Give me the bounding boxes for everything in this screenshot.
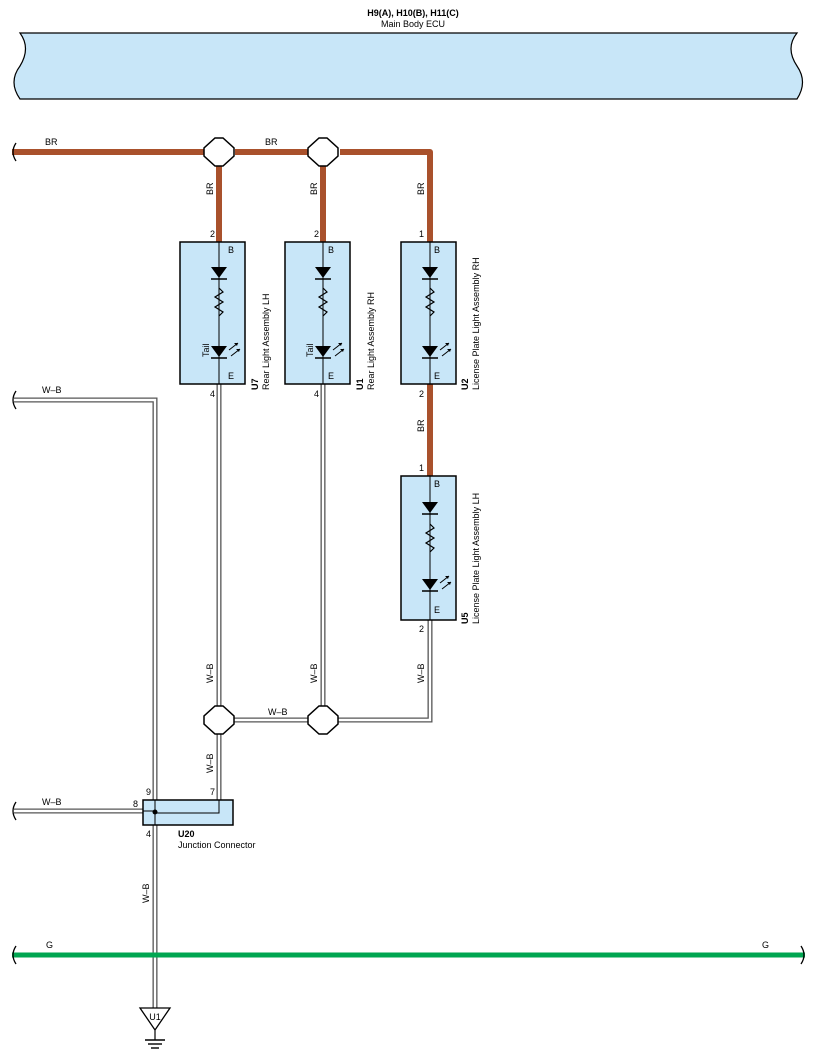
g-wire-label: G: [46, 940, 53, 950]
br-wire-label: BR: [416, 419, 426, 432]
br-wire-label: BR: [416, 182, 426, 195]
terminal-label: E: [434, 371, 440, 381]
wb-wire-label: W–B: [141, 883, 151, 903]
wire-break-mark: [12, 390, 17, 410]
ecu-connectors-label: H9(A), H10(B), H11(C): [367, 8, 459, 18]
component-u1: B E Tail 2 4 U1 Rear Light Assembly RH: [284, 229, 376, 399]
pin-number: 2: [314, 229, 319, 239]
pin-number: 7: [210, 787, 215, 797]
pin-number: 4: [210, 389, 215, 399]
pin-number: 1: [419, 229, 424, 239]
wb-wire-network: [14, 384, 433, 1008]
br-wire-label: BR: [265, 137, 278, 147]
ground-id: U1: [149, 1012, 161, 1022]
component-id: U5: [460, 612, 470, 624]
terminal-label: B: [434, 245, 440, 255]
resistor-icon: [317, 287, 329, 317]
wire-break-mark: [12, 801, 17, 821]
led-icon: [315, 346, 331, 357]
component-id: U1: [355, 378, 365, 390]
wb-wire-label: W–B: [416, 663, 426, 683]
wire-break-mark: [800, 945, 805, 965]
terminal-label: B: [228, 245, 234, 255]
component-u2: B E 1 2 U2 License Plate Light Assembly …: [400, 229, 481, 399]
wire-break-mark: [12, 945, 17, 965]
component-name: Rear Light Assembly LH: [261, 293, 271, 390]
lamp-label: Tail: [305, 343, 315, 357]
br-wire-label: BR: [45, 137, 58, 147]
diode-icon: [422, 267, 438, 278]
junction-dot: [152, 809, 158, 815]
wb-wire-label: W–B: [309, 663, 319, 683]
resistor-icon: [213, 287, 225, 317]
pin-number: 4: [146, 829, 151, 839]
wb-wire-label: W–B: [42, 385, 62, 395]
component-name: Rear Light Assembly RH: [366, 292, 376, 390]
terminal-label: B: [434, 479, 440, 489]
pin-number: 1: [419, 463, 424, 473]
junction-id: U20: [178, 829, 195, 839]
terminal-label: B: [328, 245, 334, 255]
ecu-name-label: Main Body ECU: [381, 19, 445, 29]
component-id: U2: [460, 378, 470, 390]
lamp-label: Tail: [201, 343, 211, 357]
component-body: [400, 475, 457, 621]
terminal-label: E: [328, 371, 334, 381]
junction-connector-u20: 9 8 7 4 U20 Junction Connector: [133, 787, 256, 850]
wb-wire-label: W–B: [42, 797, 62, 807]
component-body: [284, 241, 351, 385]
component-id: U7: [250, 378, 260, 390]
pin-number: 4: [314, 389, 319, 399]
ecu-body: [13, 32, 804, 100]
br-wire-label: BR: [309, 182, 319, 195]
component-body: [400, 241, 457, 385]
terminal-label: E: [228, 371, 234, 381]
terminal-label: E: [434, 605, 440, 615]
pin-number: 8: [133, 799, 138, 809]
component-u7: B E Tail 2 4 U7 Rear Light Assembly LH: [179, 229, 271, 399]
led-icon: [211, 346, 227, 357]
wb-wire-label: W–B: [268, 707, 288, 717]
splice-points: [203, 137, 339, 735]
wb-wire-label: W–B: [205, 663, 215, 683]
pin-number: 2: [419, 389, 424, 399]
ground-connector: [138, 1007, 172, 1032]
component-body: [179, 241, 246, 385]
component-name: License Plate Light Assembly LH: [471, 493, 481, 624]
pin-number: 2: [419, 624, 424, 634]
pin-number: 9: [146, 787, 151, 797]
component-name: License Plate Light Assembly RH: [471, 257, 481, 390]
wire-break-mark: [12, 142, 17, 162]
junction-name: Junction Connector: [178, 840, 256, 850]
led-icon: [422, 346, 438, 357]
br-wire-label: BR: [205, 182, 215, 195]
resistor-icon: [424, 287, 436, 317]
led-icon: [422, 579, 438, 590]
wb-wire-label: W–B: [205, 753, 215, 773]
br-wire-network: [12, 149, 433, 476]
diode-icon: [422, 502, 438, 513]
diode-icon: [211, 267, 227, 278]
diode-icon: [315, 267, 331, 278]
g-wire-label: G: [762, 940, 769, 950]
component-u5: B E 1 2 U5 License Plate Light Assembly …: [400, 463, 481, 634]
resistor-icon: [424, 523, 436, 553]
pin-number: 2: [210, 229, 215, 239]
ground-symbol: U1: [138, 1007, 172, 1049]
